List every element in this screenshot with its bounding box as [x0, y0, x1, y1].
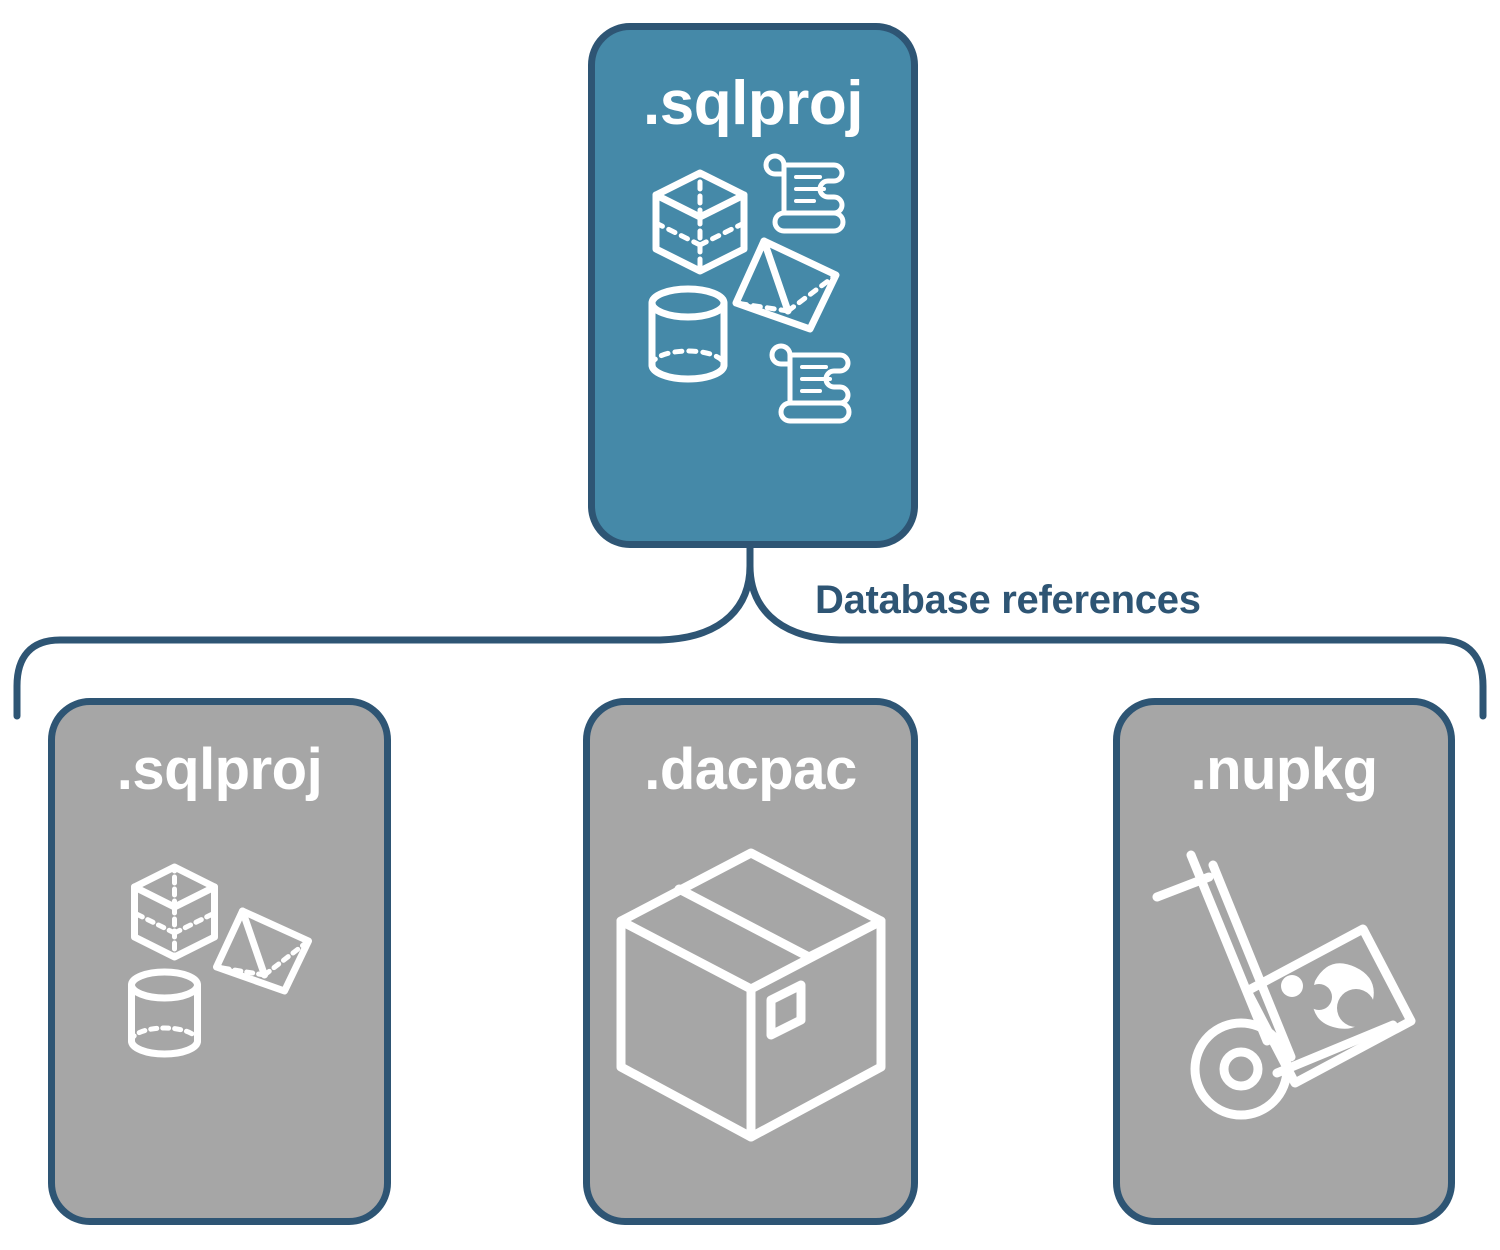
reference-card-nupkg[interactable]: .nupkg [1113, 698, 1455, 1225]
reference-card-artwork-sqlproj [55, 799, 384, 1218]
reference-card-dacpac[interactable]: .dacpac [583, 698, 918, 1225]
primary-card-artwork [595, 135, 911, 541]
pyramid-icon [212, 907, 312, 995]
connector-label: Database references [815, 578, 1201, 622]
script-scroll-icon [769, 343, 852, 424]
reference-card-label-dacpac: .dacpac [644, 737, 857, 802]
package-box-icon [616, 848, 885, 1142]
reference-card-artwork-dacpac [590, 799, 911, 1218]
pyramid-icon [732, 237, 840, 333]
cube-icon [130, 863, 218, 961]
reference-card-artwork-nupkg [1120, 799, 1448, 1218]
cylinder-icon [648, 285, 728, 383]
reference-card-label-sqlproj: .sqlproj [116, 737, 323, 802]
script-scroll-icon [763, 153, 846, 234]
reference-card-sqlproj[interactable]: .sqlproj [48, 698, 391, 1225]
cube-icon [652, 169, 748, 275]
bracket-left-arm [13, 544, 754, 720]
hand-truck-icon [1152, 850, 1416, 1120]
primary-card-label: .sqlproj [643, 69, 863, 138]
primary-sqlproj-card[interactable]: .sqlproj [588, 23, 918, 548]
cylinder-icon [127, 968, 201, 1058]
reference-card-label-nupkg: .nupkg [1190, 737, 1378, 802]
